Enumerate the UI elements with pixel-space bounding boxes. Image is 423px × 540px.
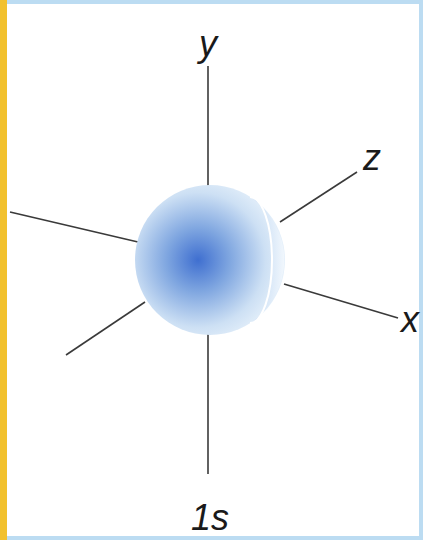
axis-label: y bbox=[199, 26, 217, 62]
x-axis-left bbox=[10, 212, 138, 242]
y-axis-top bbox=[207, 66, 209, 190]
side-bar bbox=[0, 0, 7, 540]
orbital-sphere bbox=[135, 185, 285, 335]
axes bbox=[10, 66, 398, 474]
cut-edge bbox=[250, 197, 272, 323]
axis-label: z bbox=[363, 140, 381, 176]
axis-label: x bbox=[401, 302, 419, 338]
y-axis-bottom bbox=[207, 330, 209, 474]
z-axis-back bbox=[66, 302, 145, 355]
orbital-label: 1s bbox=[191, 500, 229, 536]
x-axis-right bbox=[284, 284, 398, 318]
z-axis-front bbox=[280, 172, 357, 222]
cutaway-face bbox=[250, 197, 284, 323]
